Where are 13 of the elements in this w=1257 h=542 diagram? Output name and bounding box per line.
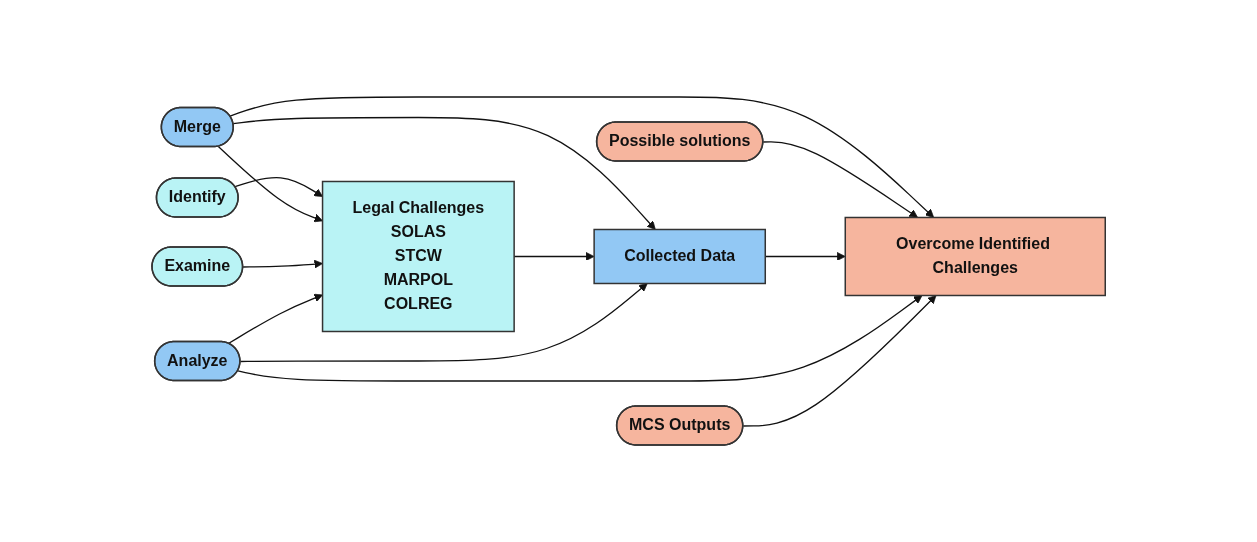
arrow <box>742 295 937 427</box>
arrow <box>217 145 323 223</box>
node-box: Legal Challenges SOLAS STCW MARPOL COLREG <box>321 180 515 333</box>
node-box: Collected Data <box>593 228 766 285</box>
arrow <box>232 116 656 230</box>
arrow <box>227 293 323 345</box>
arrow <box>762 141 918 218</box>
arrow <box>229 96 934 218</box>
node-box: Overcome Identified Challenges <box>844 216 1106 297</box>
arrow <box>239 283 648 363</box>
arrow <box>237 295 923 382</box>
arrow <box>234 177 323 197</box>
arrow <box>242 259 323 269</box>
